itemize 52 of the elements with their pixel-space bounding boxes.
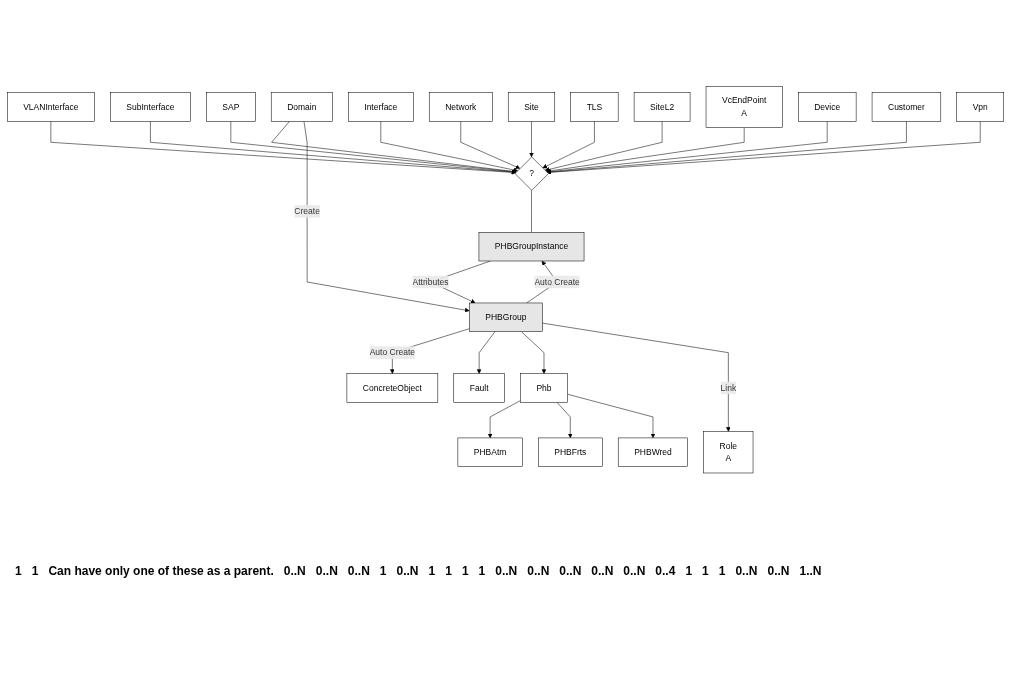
node-box: PHBGroup: [468, 303, 543, 333]
node-box: Vpn: [955, 92, 1004, 122]
multiplicity-label: 0..N: [623, 564, 646, 578]
multiplicity-label: 1: [461, 564, 469, 578]
node-box: Site: [507, 92, 555, 122]
edge-label: Auto Create: [533, 277, 580, 287]
multiplicity-label: 0..N: [527, 564, 550, 578]
multiplicity-label: 0..N: [591, 564, 614, 578]
multiplicity-label: 1: [31, 564, 39, 578]
node-box: PHBWred: [617, 438, 688, 468]
node-box: PHBAtm: [457, 438, 523, 468]
multiplicity-label: 0..N: [347, 564, 370, 578]
multiplicity-label: 1: [445, 564, 452, 578]
multiplicity-label: 1: [379, 564, 387, 578]
node-box: Phb: [519, 373, 568, 403]
node-box: TLS: [569, 92, 618, 122]
node-box: Domain: [270, 92, 333, 122]
node-box: Device: [797, 92, 856, 122]
multiplicity-label: 0..N: [735, 564, 758, 578]
edge-label: Auto Create: [369, 348, 415, 358]
multiplicity-label: 0..N: [559, 564, 582, 578]
node-box: Fault: [453, 373, 505, 403]
multiplicity-label: 1: [15, 564, 22, 578]
edge-label: Create: [293, 206, 320, 216]
multiplicity-label: 0..N: [396, 564, 419, 578]
node-box: PHBFrts: [537, 438, 603, 468]
multiplicity-label: 1: [702, 564, 709, 578]
node-box: Role A: [702, 431, 753, 474]
node-box: SubInterface: [109, 92, 191, 122]
multiplicity-label: 1: [718, 564, 726, 578]
multiplicity-label: 0..4: [655, 564, 676, 578]
node-box: ConcreteObject: [346, 373, 438, 403]
node-box: VcEndPoint A: [705, 86, 783, 129]
multiplicity-label: 1: [428, 564, 436, 578]
multiplicity-label: 1: [685, 564, 693, 578]
node-box: SAP: [205, 92, 256, 122]
multiplicity-label: 0..N: [315, 564, 338, 578]
multiplicity-label: 1: [478, 564, 486, 578]
multiplicity-label: 0..N: [495, 564, 518, 578]
node-box: Customer: [871, 92, 941, 122]
note-text: Can have only one of these as a parent.: [48, 564, 274, 578]
node-box: SiteL2: [633, 92, 690, 122]
edge-label: Link: [720, 383, 736, 393]
multiplicity-label: 0..N: [283, 564, 306, 578]
node-box: Network: [428, 92, 493, 122]
node-box: VLANInterface: [6, 92, 95, 122]
node-diamond: ?: [514, 157, 549, 191]
multiplicity-label: 0..N: [767, 564, 790, 578]
node-box: Interface: [347, 92, 414, 122]
multiplicity-label: 1..N: [799, 564, 822, 578]
node-box: PHBGroupInstance: [478, 232, 584, 262]
edge-label: Attributes: [412, 277, 448, 287]
